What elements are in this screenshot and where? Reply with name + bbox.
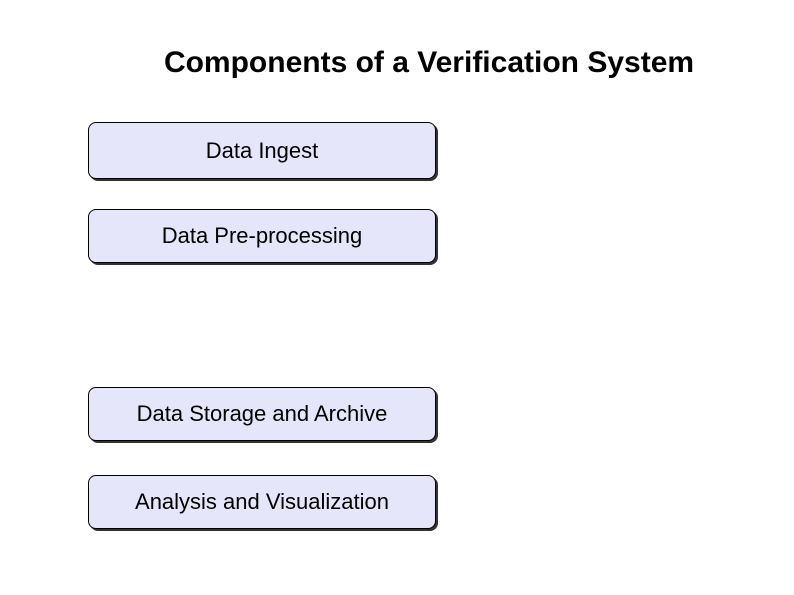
component-box-label: Data Pre-processing: [161, 223, 363, 248]
component-box-data-ingest: Data Ingest: [88, 122, 436, 179]
slide-title: Components of a Verification System: [163, 46, 695, 79]
component-box-label: Analysis and Visualization: [135, 489, 389, 514]
component-box-label: Data Ingest: [205, 137, 319, 163]
component-box-analysis-and-visualization: Analysis and Visualization: [88, 475, 436, 529]
component-box-data-storage-and-archive: Data Storage and Archive: [88, 387, 436, 441]
component-box-label: Data Storage and Archive: [136, 401, 388, 426]
component-box-data-pre-processing: Data Pre-processing: [88, 209, 436, 263]
